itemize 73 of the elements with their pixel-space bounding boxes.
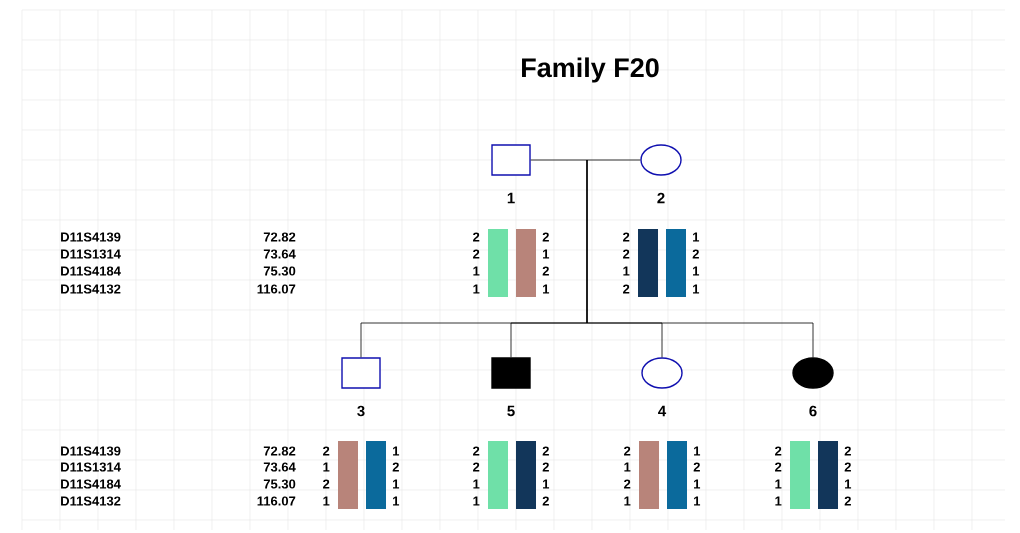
title: Family F20: [522, 57, 659, 83]
marker-position: 116.07: [257, 496, 296, 506]
pedigree-line: [530, 159, 641, 161]
allele-number: 1: [693, 232, 700, 242]
allele-number: 2: [844, 462, 851, 472]
allele-number: 1: [323, 462, 330, 472]
allele-number: 1: [694, 496, 701, 506]
individual-number: 5: [507, 405, 515, 417]
allele-number: 2: [623, 284, 630, 294]
allele-number: 1: [473, 479, 480, 489]
allele-number: 1: [775, 479, 782, 489]
allele-number: 2: [844, 496, 851, 506]
allele-number: 2: [623, 232, 630, 242]
marker-position: 75.30: [263, 266, 296, 276]
allele-number: 1: [845, 479, 852, 489]
marker-position: 75.30: [263, 479, 296, 489]
allele-number: 2: [542, 496, 549, 506]
marker-name: D11S4184: [61, 479, 121, 489]
individual-number: 1: [507, 192, 515, 204]
marker-name: D11S4139: [61, 446, 121, 456]
marker-position: 73.64: [263, 249, 296, 259]
marker-name: D11S4184: [61, 266, 121, 276]
marker-name: D11S1314: [61, 249, 121, 259]
allele-number: 2: [473, 249, 480, 259]
individual-number: 2: [657, 192, 665, 204]
allele-number: 1: [543, 249, 550, 259]
allele-number: 2: [542, 232, 549, 242]
allele-number: 2: [623, 249, 630, 259]
allele-number: 2: [323, 479, 330, 489]
marker-name: D11S4139: [61, 232, 121, 242]
allele-number: 1: [694, 479, 701, 489]
allele-number: 2: [775, 462, 782, 472]
allele-number: 2: [473, 446, 480, 456]
allele-number: 2: [392, 462, 399, 472]
allele-number: 2: [473, 232, 480, 242]
allele-number: 1: [393, 479, 400, 489]
marker-name: D11S4132: [61, 496, 121, 506]
allele-number: 2: [624, 479, 631, 489]
allele-number: 2: [624, 446, 631, 456]
allele-number: 1: [393, 446, 400, 456]
allele-number: 2: [323, 446, 330, 456]
allele-number: 2: [473, 462, 480, 472]
allele-number: 2: [542, 266, 549, 276]
allele-number: 1: [543, 284, 550, 294]
allele-number: 1: [323, 496, 330, 506]
allele-number: 1: [473, 266, 480, 276]
allele-number: 1: [473, 496, 480, 506]
marker-position: 73.64: [263, 462, 296, 472]
individual-number: 4: [658, 405, 667, 417]
allele-number: 2: [692, 249, 699, 259]
allele-number: 1: [393, 496, 400, 506]
marker-name: D11S1314: [61, 462, 121, 472]
allele-number: 1: [623, 266, 630, 276]
allele-number: 1: [543, 479, 550, 489]
allele-number: 1: [694, 446, 701, 456]
allele-number: 1: [624, 496, 631, 506]
marker-position: 116.07: [257, 284, 296, 294]
marker-position: 72.82: [263, 232, 296, 242]
allele-number: 2: [542, 462, 549, 472]
allele-number: 1: [775, 496, 782, 506]
allele-number: 2: [693, 462, 700, 472]
individual-number: 6: [809, 405, 817, 417]
pedigree-line: [586, 159, 814, 358]
allele-number: 1: [624, 462, 631, 472]
allele-number: 2: [775, 446, 782, 456]
individual-number: 3: [357, 405, 365, 417]
allele-number: 2: [542, 446, 549, 456]
marker-position: 72.82: [263, 446, 296, 456]
allele-number: 1: [693, 266, 700, 276]
allele-number: 2: [844, 446, 851, 456]
allele-number: 1: [693, 284, 700, 294]
marker-name: D11S4132: [61, 284, 121, 294]
allele-number: 1: [473, 284, 480, 294]
